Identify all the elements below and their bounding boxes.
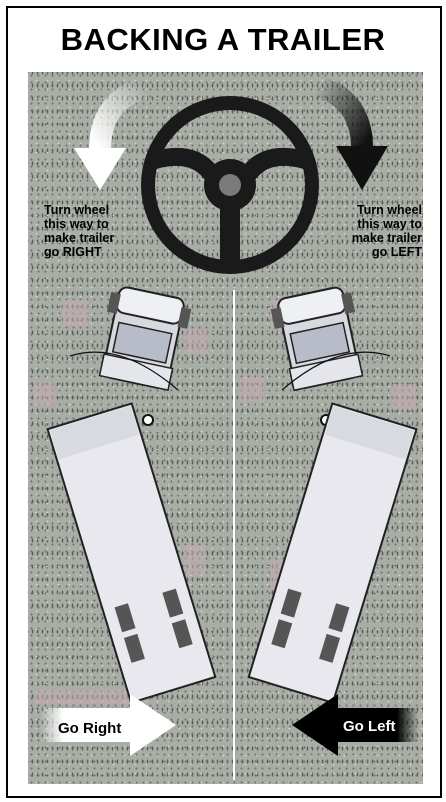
lane-divider-line bbox=[233, 290, 235, 780]
caption-line: Turn wheel bbox=[356, 203, 422, 217]
left-instruction-caption: Turn wheel this way to make trailer go R… bbox=[44, 203, 154, 259]
steering-wheel-icon bbox=[141, 96, 319, 274]
go-right-arrow-icon bbox=[40, 694, 176, 756]
go-right-label: Go Right bbox=[58, 720, 122, 737]
right-truck-illustration bbox=[247, 286, 418, 704]
go-left-label: Go Left bbox=[343, 718, 396, 735]
caption-line: make trailer bbox=[351, 231, 422, 245]
caption-line: go RIGHT bbox=[44, 245, 102, 259]
go-left-arrow-icon bbox=[292, 694, 418, 756]
caption-line: Turn wheel bbox=[44, 203, 110, 217]
turn-left-arrow-icon bbox=[74, 77, 149, 190]
caption-line: this way to bbox=[357, 217, 422, 231]
left-truck-illustration bbox=[46, 286, 217, 704]
turn-right-arrow-icon bbox=[314, 75, 388, 190]
caption-line: go LEFT bbox=[372, 245, 422, 259]
right-instruction-caption: Turn wheel this way to make trailer go L… bbox=[312, 203, 422, 259]
caption-line: make trailer bbox=[44, 231, 115, 245]
diagram-title: BACKING A TRAILER bbox=[60, 22, 386, 57]
caption-line: this way to bbox=[44, 217, 109, 231]
